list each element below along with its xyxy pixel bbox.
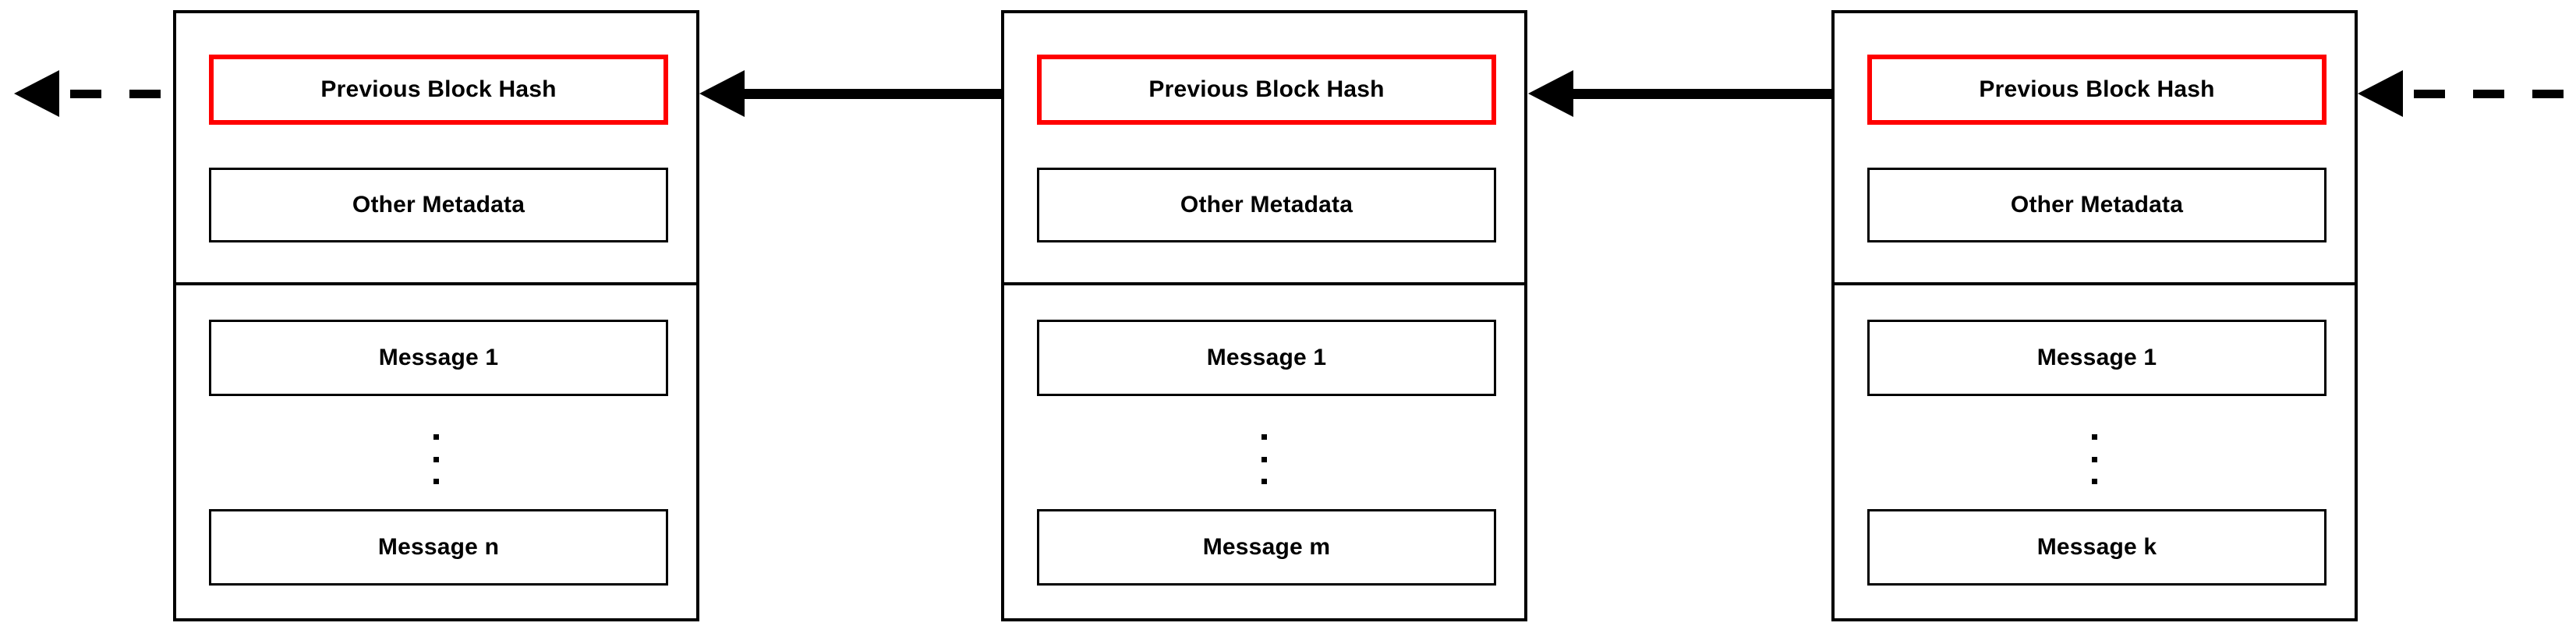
message-last-label: Message m: [1202, 534, 1331, 560]
vertical-ellipsis-icon: [1004, 434, 1524, 484]
message-first-label: Message 1: [1206, 345, 1327, 370]
connector-dashed-right: [2358, 70, 2576, 117]
arrowhead-left-icon: [1528, 70, 1573, 117]
arrow-shaft: [740, 89, 1039, 99]
other-metadata-label: Other Metadata: [2010, 192, 2184, 218]
previous-block-hash-label: Previous Block Hash: [1979, 76, 2215, 102]
other-metadata-label: Other Metadata: [1180, 192, 1353, 218]
previous-block-hash-box[interactable]: Previous Block Hash: [1867, 55, 2327, 125]
arrowhead-left-icon: [14, 70, 59, 117]
ellipsis-dot: [1261, 456, 1267, 462]
message-first-box[interactable]: Message 1: [1867, 320, 2327, 396]
other-metadata-box[interactable]: Other Metadata: [1037, 168, 1496, 242]
dash-segment: [70, 90, 101, 98]
ellipsis-dot: [2092, 456, 2097, 462]
message-first-box[interactable]: Message 1: [209, 320, 668, 396]
vertical-ellipsis-icon: [1835, 434, 2355, 484]
dash-segments: [2414, 90, 2564, 98]
ellipsis-dot: [433, 479, 439, 484]
ellipsis-dot: [1261, 479, 1267, 484]
message-first-box[interactable]: Message 1: [1037, 320, 1496, 396]
message-last-label: Message n: [377, 534, 500, 560]
ellipsis-dot: [433, 456, 439, 462]
message-last-box[interactable]: Message m: [1037, 509, 1496, 586]
dash-segment: [129, 90, 161, 98]
ellipsis-dot: [433, 434, 439, 440]
connector-dashed-left: [14, 70, 220, 117]
message-last-box[interactable]: Message k: [1867, 509, 2327, 586]
dash-segment: [2532, 90, 2564, 98]
dash-segment: [2414, 90, 2445, 98]
dash-segment: [2473, 90, 2504, 98]
connector-block2-to-block1: [699, 70, 1039, 117]
block-section-divider: [1835, 282, 2355, 285]
block-3[interactable]: Previous Block Hash Other Metadata Messa…: [1831, 10, 2358, 621]
other-metadata-label: Other Metadata: [352, 192, 525, 218]
message-last-box[interactable]: Message n: [209, 509, 668, 586]
vertical-ellipsis-icon: [176, 434, 696, 484]
arrow-shaft: [1569, 89, 1869, 99]
previous-block-hash-box[interactable]: Previous Block Hash: [209, 55, 668, 125]
previous-block-hash-label: Previous Block Hash: [1148, 76, 1385, 102]
block-section-divider: [1004, 282, 1524, 285]
message-first-label: Message 1: [2036, 345, 2157, 370]
arrowhead-left-icon: [699, 70, 745, 117]
message-first-label: Message 1: [378, 345, 499, 370]
other-metadata-box[interactable]: Other Metadata: [209, 168, 668, 242]
ellipsis-dot: [2092, 434, 2097, 440]
ellipsis-dot: [1261, 434, 1267, 440]
arrowhead-left-icon: [2358, 70, 2403, 117]
message-last-label: Message k: [2036, 534, 2157, 560]
other-metadata-box[interactable]: Other Metadata: [1867, 168, 2327, 242]
block-2[interactable]: Previous Block Hash Other Metadata Messa…: [1001, 10, 1527, 621]
connector-block3-to-block2: [1528, 70, 1869, 117]
block-section-divider: [176, 282, 696, 285]
block-1[interactable]: Previous Block Hash Other Metadata Messa…: [173, 10, 699, 621]
previous-block-hash-box[interactable]: Previous Block Hash: [1037, 55, 1496, 125]
ellipsis-dot: [2092, 479, 2097, 484]
previous-block-hash-label: Previous Block Hash: [320, 76, 557, 102]
